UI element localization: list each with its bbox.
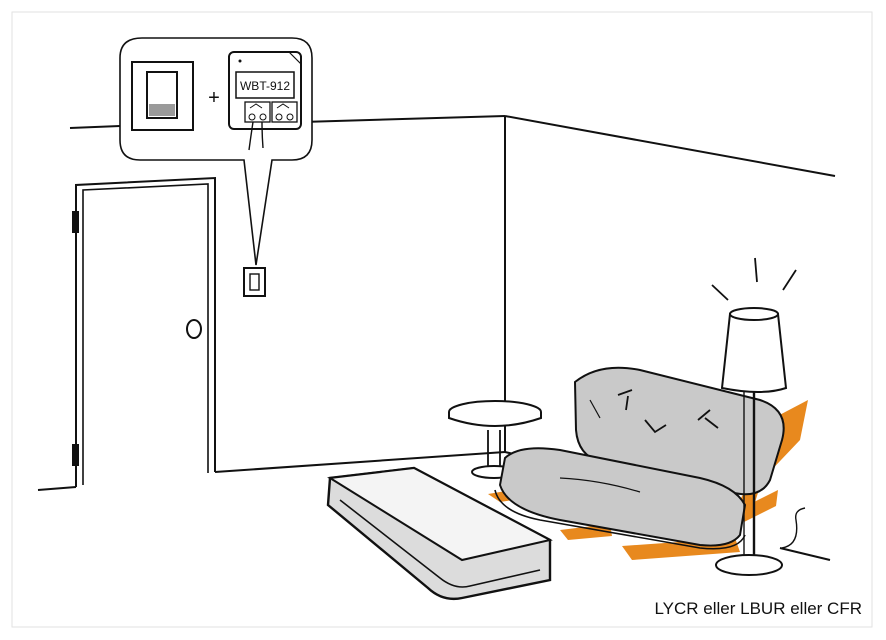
terminal-screw-icon: [248, 113, 256, 121]
sofa-tuft: [697, 409, 719, 429]
back-wall-top-edge: [301, 115, 506, 123]
callout-switch-shade: [149, 104, 175, 116]
sofa: [488, 366, 808, 560]
coffee-table: [326, 466, 553, 601]
room-walls: [37, 115, 836, 561]
device-label: WBT-912: [240, 79, 290, 93]
terminal-screw-icon: [275, 113, 283, 121]
side-table-stem: [487, 430, 501, 470]
back-wall-floor-edge: [214, 451, 506, 473]
callout-switch-icon: [131, 61, 194, 131]
sofa-tuft: [644, 419, 667, 434]
sofa-base-edge: [494, 489, 746, 550]
device-corner-mark: [288, 51, 302, 65]
door: [72, 176, 216, 487]
terminal-symbol-icon: [249, 103, 290, 109]
callout-bubble: + WBT-912: [119, 37, 313, 266]
wall-switch: [243, 267, 266, 297]
device-led-icon: [238, 59, 242, 63]
door-hinge-bottom: [72, 444, 79, 466]
door-panel: [82, 183, 209, 485]
wbt-device-icon: WBT-912: [228, 51, 302, 151]
terminal-screw-icon: [286, 113, 294, 121]
lamp-shade-top: [729, 307, 779, 321]
sofa-tuft: [617, 389, 633, 411]
lamp-cord: [781, 507, 806, 549]
lamp-base: [715, 554, 783, 576]
lamp-shade: [720, 313, 788, 393]
sofa-frame-accent: [738, 490, 778, 522]
floor-lamp: [711, 257, 806, 576]
sofa-frame-accent: [560, 524, 612, 540]
left-wall-top-edge: [69, 125, 121, 129]
sofa-seam: [589, 399, 601, 419]
device-display: [235, 71, 295, 99]
coffee-table-top: [327, 466, 553, 562]
sofa-seat-cushion: [498, 447, 747, 547]
right-wall-top-edge: [504, 115, 836, 177]
door-hinge-top: [72, 211, 79, 233]
right-wall-floor-edge-end: [779, 547, 831, 561]
terminal-screw-icon: [259, 113, 267, 121]
coffee-table-inner-edge: [339, 499, 541, 588]
lamp-light-rays-icon: [711, 257, 797, 301]
device-wires: [248, 121, 264, 151]
caption: LYCR eller LBUR eller CFR: [654, 599, 862, 618]
left-wall-floor-edge: [37, 486, 77, 491]
image-border: [11, 11, 873, 628]
door-frame: [75, 176, 216, 487]
sofa-seam: [559, 477, 641, 493]
wall-switch-rocker: [249, 273, 260, 291]
side-table: [448, 400, 542, 479]
door-knob: [186, 319, 202, 339]
side-table-edge: [448, 412, 542, 427]
plus-sign: +: [208, 87, 220, 109]
